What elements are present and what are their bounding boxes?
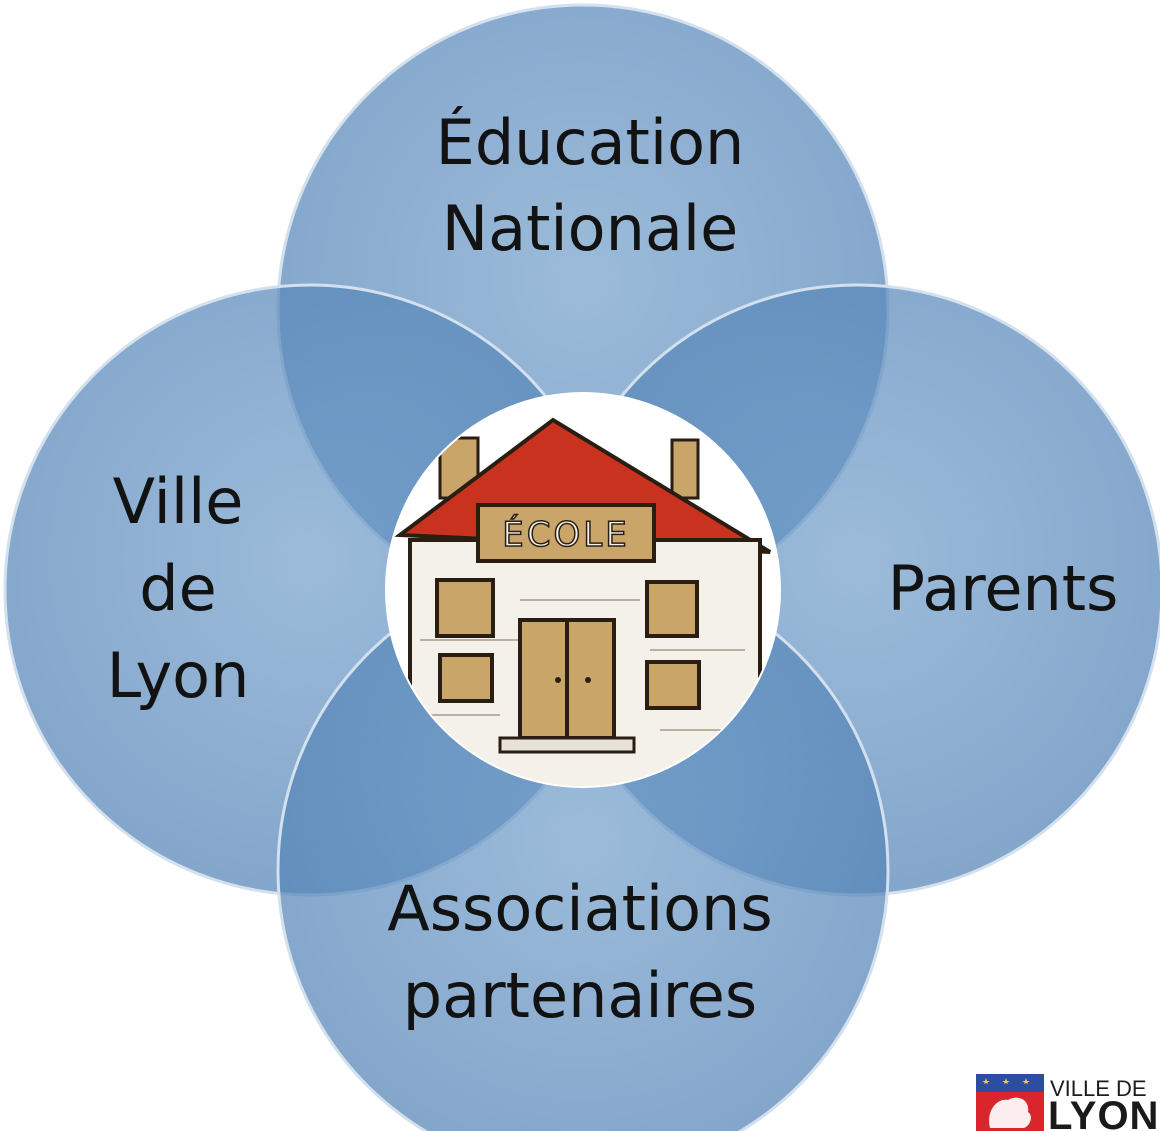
label-ville-de-lyon: Ville de Lyon <box>107 465 250 712</box>
school-sign-text: ÉCOLE <box>502 514 629 555</box>
door-step <box>498 736 636 754</box>
label-ville-line-3: Lyon <box>107 639 250 712</box>
label-associations-line-2: partenaires <box>403 959 757 1032</box>
ville-de-lyon-logo: VILLE DE LYON <box>972 1068 1160 1131</box>
label-education-line-1: Éducation <box>436 106 745 179</box>
school-sign <box>476 503 656 563</box>
school-illustration: ÉCOLE <box>394 417 772 786</box>
logo-ville-de-text: VILLE DE <box>1050 1076 1147 1101</box>
label-parents: Parents <box>888 552 1119 625</box>
label-ville-line-2: de <box>139 552 217 625</box>
label-education-nationale: Éducation Nationale <box>436 106 745 265</box>
label-education-line-2: Nationale <box>442 192 739 265</box>
door-knob-left <box>555 677 561 683</box>
wall-texture <box>420 599 745 731</box>
label-associations-partenaires: Associations partenaires <box>387 872 772 1032</box>
label-associations-line-1: Associations <box>387 872 772 945</box>
right-chimney <box>670 438 700 500</box>
window-bottom-right <box>645 660 701 710</box>
window-bottom-left <box>438 653 494 703</box>
label-ville-line-1: Ville <box>113 465 244 538</box>
lion-coat-of-arms-icon <box>976 1074 1044 1131</box>
window-top-right <box>645 580 699 638</box>
logo-lyon-text: LYON <box>1048 1094 1160 1131</box>
window-top-left <box>435 578 495 638</box>
door-knob-right <box>585 677 591 683</box>
